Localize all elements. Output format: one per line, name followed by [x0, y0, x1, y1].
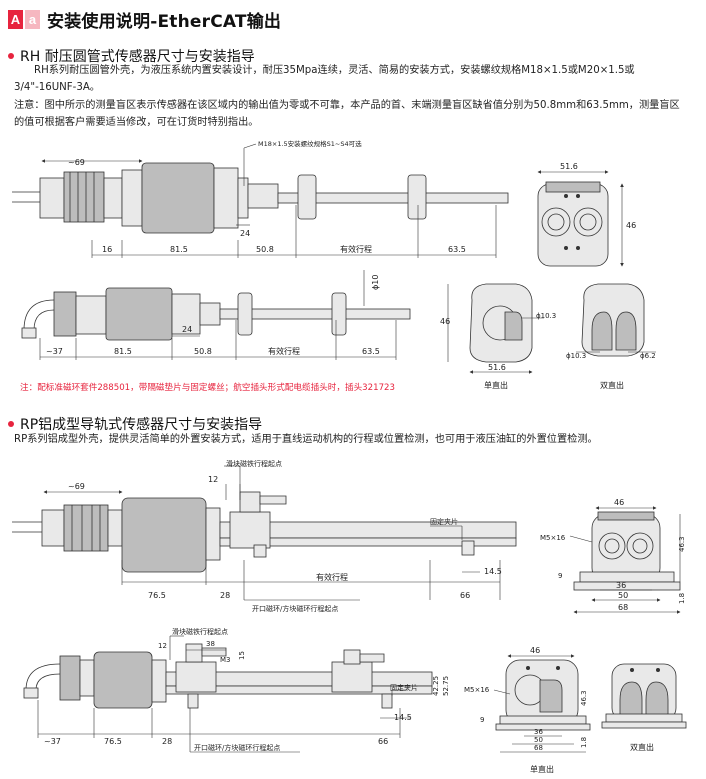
rp-front-dim-1-8: 1.8 — [678, 593, 686, 604]
rp-front-dim-36: 36 — [616, 581, 626, 590]
rh-section-heading: RH 耐压圆管式传感器尺寸与安装指导 — [8, 46, 255, 66]
rh1-dim-16: 16 — [102, 245, 112, 254]
rp1-dim-14-5: 14.5 — [484, 567, 502, 576]
rp2-dim-37: ~37 — [44, 737, 61, 746]
rh-drawing-straight: ~69 M18×1.5安装螺纹规格S1~S4可选 24 16 81.5 50.8… — [12, 139, 509, 258]
rh-front-single: 46 ϕ10.3 51.6 单直出 — [440, 283, 556, 390]
rh1-dim-69: ~69 — [68, 158, 85, 167]
page-header: A a 安装使用说明-EtherCAT输出 — [8, 6, 281, 32]
rh1-dim-63-5: 63.5 — [448, 245, 466, 254]
rh-footnote: 注：配标准磁环套件288501，带隔磁垫片与固定螺丝；航空插头形式配电缆插头时，… — [20, 381, 395, 393]
rh-front-dim-46: 46 — [626, 221, 636, 230]
rp-section-title: RP铝成型导轨式传感器尺寸与安装指导 — [20, 417, 263, 433]
rp-front-view-1: 46 M5×16 9 46.3 1.8 36 50 68 — [540, 498, 686, 614]
rh-intro-line2: 3/4"-16UNF-3A。 — [14, 82, 100, 93]
rh2-dim-63-5: 63.5 — [362, 347, 380, 356]
rh2-dim-stroke: 有效行程 — [268, 346, 300, 356]
page-title: 安装使用说明-EtherCAT输出 — [47, 11, 282, 32]
brand-badge-b: a — [25, 9, 40, 29]
rh2-dim-37: ~37 — [46, 347, 63, 356]
rp-single-dim-50: 50 — [534, 736, 543, 744]
rp1-dim-28: 28 — [220, 591, 230, 600]
rh2-dim-24: 24 — [182, 325, 192, 334]
rp-single-label: 单直出 — [530, 764, 554, 774]
rh-front-view-1: 51.6 46 — [537, 162, 636, 267]
rh-note-line1: 注意：图中所示的测量盲区表示传感器在该区域内的输出值为零或不可靠，本产品的首、末… — [14, 100, 680, 111]
rp-front-dim-68: 68 — [618, 603, 628, 612]
rh2-dim-50-8: 50.8 — [194, 347, 212, 356]
rp2-dim-42-25: 42.25 — [432, 676, 440, 696]
rp-single-dim-1-8: 1.8 — [580, 737, 588, 748]
rp-single-dim-46: 46 — [530, 646, 540, 655]
rp-single-dim-68: 68 — [534, 744, 543, 752]
rh-single-dim-46: 46 — [440, 317, 450, 326]
rh-single-dim-phi10-3: ϕ10.3 — [536, 312, 556, 320]
rp2-ring-start: 开口磁环/方块磁环行程起点 — [194, 743, 280, 752]
rh-note-line2: 的值可根据客户需要适当修改，可在订货时特别指出。 — [14, 117, 259, 128]
rh-double-dim-phi6-2: ϕ6.2 — [640, 352, 656, 360]
rp2-dim-38: 38 — [206, 640, 215, 648]
rp2-dim-12: 12 — [158, 642, 167, 650]
rp1-ring-start: 开口磁环/方块磁环行程起点 — [252, 604, 338, 613]
rp2-dim-28: 28 — [162, 737, 172, 746]
rp2-dim-m3: M3 — [220, 656, 231, 664]
rp2-dim-14-5: 14.5 — [394, 713, 412, 722]
rp2-dim-76-5: 76.5 — [104, 737, 122, 746]
rp-intro: RP系列铝成型外壳，提供灵活简单的外置安装方式，适用于直线运动机构的行程或位置检… — [14, 434, 598, 445]
rp1-slider-start: 滑块磁铁行程起点 — [226, 459, 282, 468]
rp-front-dim-50: 50 — [618, 591, 628, 600]
rp1-dim-12: 12 — [208, 475, 218, 484]
rp2-dim-66: 66 — [378, 737, 388, 746]
rh-intro-line1: RH系列耐压圆管外壳，为液压系统内置安装设计，耐压35Mpa连续，灵活、简易的安… — [34, 65, 635, 76]
rp-front-dim-46-3: 46.3 — [678, 536, 686, 552]
rp1-dim-76-5: 76.5 — [148, 591, 166, 600]
bullet-icon — [8, 421, 14, 427]
rh2-dim-phi10: ϕ10 — [371, 275, 380, 290]
rh-single-dim-51-6: 51.6 — [488, 363, 506, 372]
rp-section-heading: RP铝成型导轨式传感器尺寸与安装指导 — [8, 414, 262, 434]
rh1-dim-50-8: 50.8 — [256, 245, 274, 254]
rp-drawing-elbow: 12 滑块磁铁行程起点 38 M3 15 固定夹片 14.5 42.25 52.… — [23, 627, 450, 753]
rp2-dim-15: 15 — [238, 651, 246, 660]
rh1-dim-24: 24 — [240, 229, 250, 238]
rp2-clamp: 固定夹片 — [390, 683, 418, 692]
rp-front-single: 46 M5×16 9 46.3 1.8 36 50 68 单直出 — [464, 646, 591, 774]
rp1-dim-66: 66 — [460, 591, 470, 600]
brand-badge-a: A — [8, 9, 23, 29]
rh1-thread-label: M18×1.5安装螺纹规格S1~S4可选 — [258, 139, 362, 148]
rh-front-double: ϕ10.3 ϕ6.2 双直出 — [566, 283, 656, 390]
bullet-icon — [8, 53, 14, 59]
rp1-dim-stroke: 有效行程 — [316, 572, 348, 582]
rp-drawing-straight: ~69 滑块磁铁行程起点 12 固定夹片 14.5 76.5 28 有效行程 6… — [12, 459, 517, 613]
rp-single-dim-36: 36 — [534, 728, 543, 736]
rh-double-label: 双直出 — [600, 380, 624, 390]
rh2-dim-81-5: 81.5 — [114, 347, 132, 356]
rp1-dim-69: ~69 — [68, 482, 85, 491]
rp-single-dim-46-3: 46.3 — [580, 690, 588, 706]
rh-front-dim-51-6: 51.6 — [560, 162, 578, 171]
rh-single-label: 单直出 — [484, 380, 508, 390]
rp-front-dim-m5: M5×16 — [540, 534, 566, 542]
rh-drawing-elbow: 24 ϕ10 ~37 81.5 50.8 有效行程 63.5 — [21, 270, 411, 360]
rp-single-dim-m5: M5×16 — [464, 686, 490, 694]
rp-front-dim-46: 46 — [614, 498, 624, 507]
rp2-dim-52-75: 52.75 — [442, 676, 450, 696]
rp-single-dim-9: 9 — [480, 716, 484, 724]
rp-front-dim-9: 9 — [558, 572, 562, 580]
rh-double-dim-phi10-3: ϕ10.3 — [566, 352, 586, 360]
rp-double-label: 双直出 — [630, 742, 654, 752]
rh1-dim-stroke: 有效行程 — [340, 244, 372, 254]
rp2-slider-start: 滑块磁铁行程起点 — [172, 627, 228, 636]
rp1-clamp: 固定夹片 — [430, 517, 458, 526]
rp-front-double: 双直出 — [601, 663, 687, 752]
rh1-dim-81-5: 81.5 — [170, 245, 188, 254]
rh-section-title: RH 耐压圆管式传感器尺寸与安装指导 — [20, 49, 255, 65]
